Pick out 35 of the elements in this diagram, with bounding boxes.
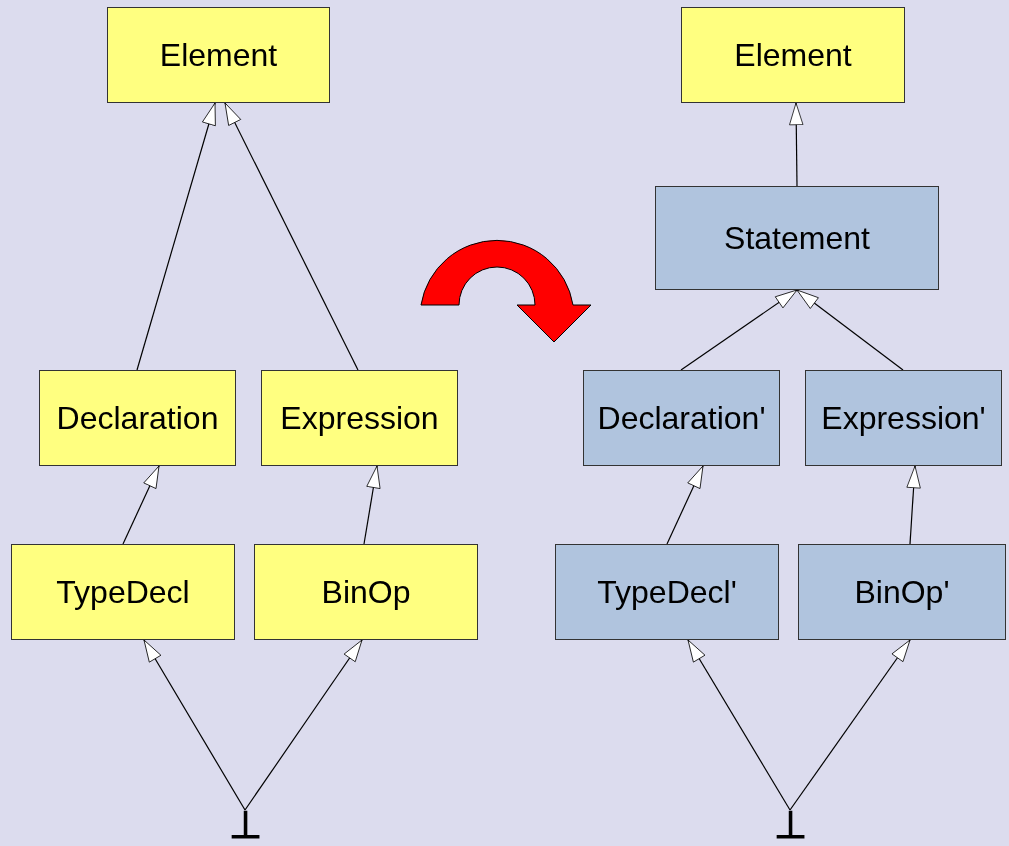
class-box: [555, 544, 779, 640]
class-name: BinOp: [321, 576, 411, 608]
inheritance-arrow: [122, 465, 160, 545]
inheritance-arrow: [796, 289, 904, 371]
class-box: [798, 544, 1006, 640]
bottom-symbol: ⊥: [228, 810, 262, 840]
class-name: Element: [159, 39, 278, 71]
inheritance-arrow: [680, 289, 798, 371]
inheritance-arrow: [666, 465, 704, 545]
class-box: [655, 186, 939, 290]
bottom-symbol: ⊥: [773, 810, 807, 840]
class-name: Declaration': [597, 402, 766, 434]
class-name: Element: [734, 39, 852, 71]
inheritance-arrow: [224, 102, 359, 371]
inheritance-arrow: [687, 639, 791, 811]
class-name: Expression': [821, 402, 986, 434]
inheritance-arrow: [244, 639, 363, 811]
class-box: [583, 370, 780, 466]
class-box: [254, 544, 478, 640]
inheritance-arrow: [143, 639, 246, 811]
class-name: TypeDecl': [597, 576, 737, 608]
class-name: TypeDecl: [56, 576, 190, 608]
class-box: [805, 370, 1002, 466]
class-name: Expression: [280, 402, 439, 434]
class-name: BinOp': [854, 576, 950, 608]
inheritance-arrow: [136, 102, 216, 371]
class-box: [261, 370, 458, 466]
class-box: [681, 7, 905, 103]
class-name: Declaration: [56, 402, 219, 434]
inheritance-arrow: [789, 639, 911, 811]
inheritance-arrow: [363, 465, 381, 545]
class-box: [39, 370, 236, 466]
class-name: Statement: [724, 222, 870, 254]
class-box: [107, 7, 330, 103]
class-box: [11, 544, 235, 640]
